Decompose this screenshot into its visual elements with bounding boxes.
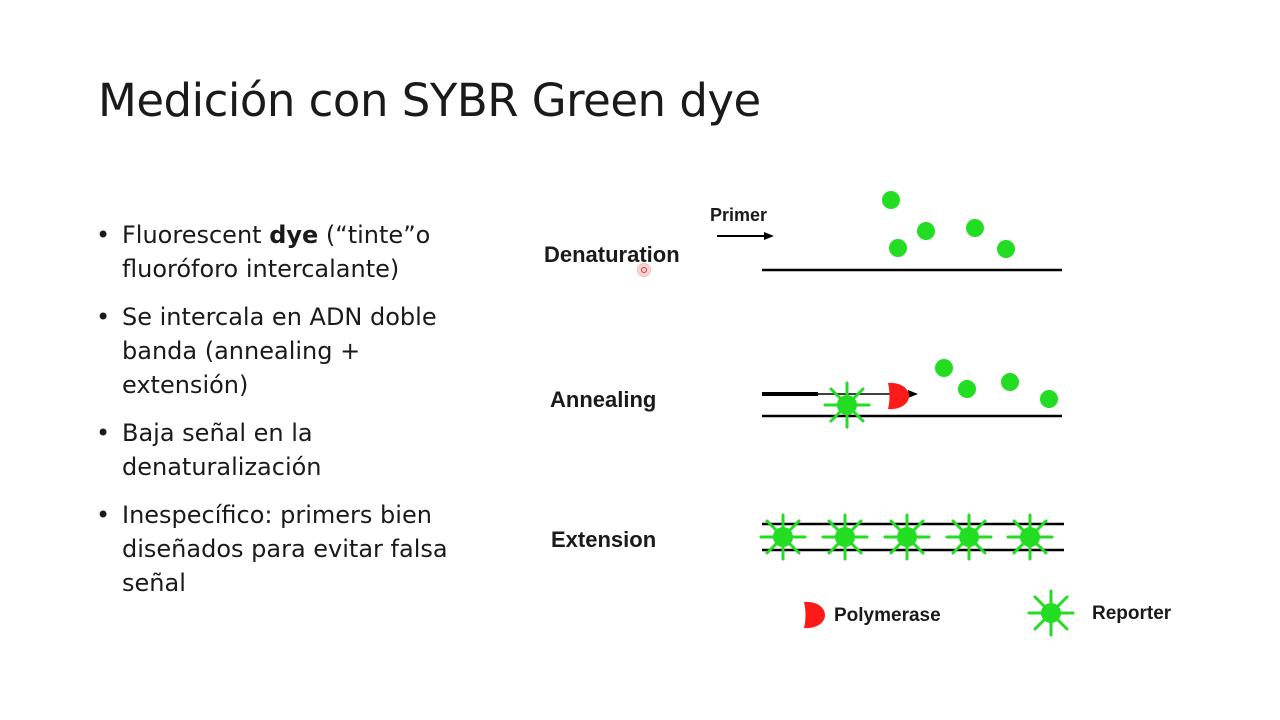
primer-label: Primer bbox=[710, 205, 767, 225]
bullet-marker: • bbox=[96, 303, 111, 331]
bound-reporter bbox=[1006, 513, 1054, 561]
stage-denaturation-label: Denaturation bbox=[544, 242, 680, 267]
bullet-item: •Inespecífico: primers bien diseñados pa… bbox=[96, 498, 476, 600]
bound-reporter bbox=[945, 513, 993, 561]
bound-reporter bbox=[883, 513, 931, 561]
free-dye-molecule bbox=[882, 191, 900, 209]
free-dye-molecule bbox=[1001, 373, 1019, 391]
free-dye-molecule bbox=[1040, 390, 1058, 408]
primer-arrow bbox=[717, 232, 774, 240]
legend-reporter-label: Reporter bbox=[1092, 603, 1172, 624]
legend: Polymerase Reporter bbox=[804, 589, 1172, 637]
polymerase-legend-icon bbox=[804, 601, 825, 629]
free-dye-annealing bbox=[935, 359, 1058, 408]
bullet-marker: • bbox=[96, 501, 111, 529]
bound-reporter bbox=[823, 381, 871, 429]
bullet-list: •Fluorescent dye (“tinte”o fluoróforo in… bbox=[96, 218, 476, 614]
bound-reporter bbox=[759, 513, 807, 561]
free-dye-molecule bbox=[997, 240, 1015, 258]
extension-arrowhead bbox=[908, 390, 918, 398]
bound-reporters-extension bbox=[759, 513, 1054, 561]
bullet-marker: • bbox=[96, 419, 111, 447]
free-dye-molecule bbox=[958, 380, 976, 398]
bullet-item: •Baja señal en la denaturalización bbox=[96, 416, 476, 484]
slide-title: Medición con SYBR Green dye bbox=[98, 74, 761, 127]
free-dye-denaturation bbox=[882, 191, 1015, 258]
free-dye-molecule bbox=[889, 239, 907, 257]
polymerase-shape bbox=[888, 382, 909, 410]
bullet-item: •Se intercala en ADN doble banda (anneal… bbox=[96, 300, 476, 402]
bullet-marker: • bbox=[96, 221, 111, 249]
free-dye-molecule bbox=[966, 219, 984, 237]
legend-polymerase-label: Polymerase bbox=[834, 605, 941, 626]
stage-annealing-label: Annealing bbox=[550, 387, 656, 412]
free-dye-molecule bbox=[935, 359, 953, 377]
bullet-item: •Fluorescent dye (“tinte”o fluoróforo in… bbox=[96, 218, 476, 286]
stage-extension-label: Extension bbox=[551, 527, 656, 552]
pointer-highlight bbox=[638, 264, 650, 276]
reporter-legend-icon bbox=[1027, 589, 1075, 637]
sybr-green-diagram: Primer Denaturation Annealing Extension bbox=[544, 191, 1172, 637]
bound-reporter bbox=[821, 513, 869, 561]
free-dye-molecule bbox=[917, 222, 935, 240]
